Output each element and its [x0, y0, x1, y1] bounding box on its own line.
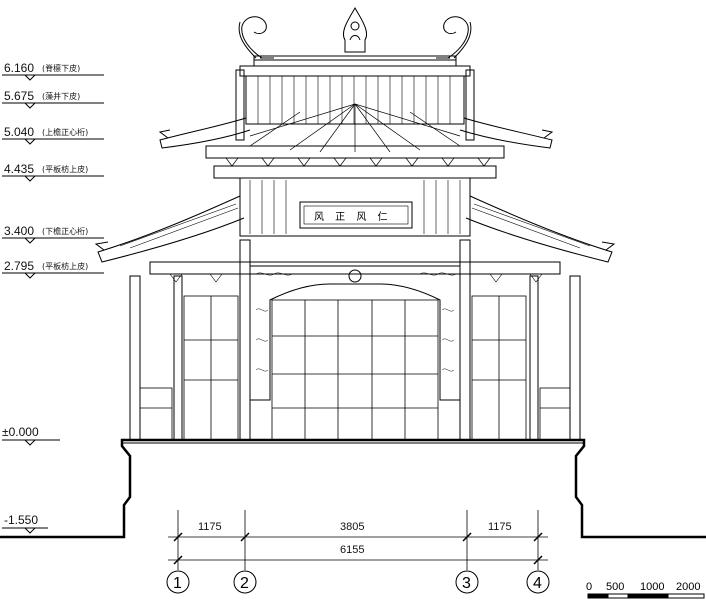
svg-text:4: 4	[533, 575, 542, 592]
level-note: (脊檩下皮)	[42, 63, 80, 73]
ridge-ornament-left	[238, 16, 274, 59]
plaque-text: 风 正 风 仁	[314, 211, 392, 223]
axis-bubble-3: 3	[455, 570, 479, 594]
upper-brackets	[225, 157, 491, 167]
level-value: -1.550	[4, 513, 38, 527]
dragon-arch	[249, 265, 461, 401]
dim-span-1: 1175	[198, 521, 222, 533]
level-marker-6160: 6.160 (脊檩下皮)	[2, 61, 104, 81]
axis-bubbles: 1 2 3 4	[166, 570, 550, 594]
ridge-finial	[342, 7, 368, 53]
dim-span-3: 1175	[488, 521, 512, 533]
svg-text:2: 2	[240, 575, 249, 592]
dim-total: 6155	[340, 544, 364, 556]
level-note: (平板枋上皮)	[42, 164, 88, 174]
level-value: 2.795	[4, 259, 34, 273]
lattice-doors	[183, 295, 527, 441]
upper-roof	[158, 7, 554, 179]
side-railings	[139, 387, 571, 441]
level-note: (上檐正心桁)	[42, 127, 88, 137]
level-value: 5.040	[4, 125, 34, 139]
scale-label-500: 500	[606, 581, 624, 593]
level-marker-4435: 4.435 (平板枋上皮)	[2, 162, 104, 182]
level-note: (藻井下皮)	[42, 91, 80, 101]
level-marker-3400: 3.400 (下檐正心桁)	[2, 224, 104, 244]
lower-roof	[94, 195, 616, 283]
dimension-lines: 1175 3805 1175 6155	[168, 510, 548, 570]
column-axis-4	[529, 275, 539, 441]
middle-band: 风 正 风 仁	[239, 177, 471, 237]
scale-label-2000: 2000	[676, 581, 700, 593]
axis-bubble-1: 1	[166, 570, 190, 594]
level-value: 6.160	[4, 61, 34, 75]
level-value: ±0.000	[2, 425, 39, 439]
svg-text:1: 1	[173, 575, 182, 592]
column-outer-left	[129, 275, 141, 441]
svg-text:3: 3	[462, 575, 471, 592]
ridge-ornament-right	[436, 16, 472, 59]
level-value: 3.400	[4, 224, 34, 238]
level-marker-0000: ±0.000	[2, 425, 60, 446]
drum-boards	[257, 76, 451, 124]
level-marker-minus1550: -1.550	[2, 513, 48, 534]
column-axis-3	[459, 239, 471, 441]
scale-label-0: 0	[586, 581, 592, 593]
axis-bubble-2: 2	[233, 570, 257, 594]
level-note: (平板枋上皮)	[42, 261, 88, 271]
level-marker-2795: 2.795 (平板枋上皮)	[2, 259, 104, 279]
level-value: 5.675	[4, 89, 34, 103]
level-value: 4.435	[4, 162, 34, 176]
dim-span-2: 3805	[340, 521, 364, 533]
scale-label-1000: 1000	[640, 581, 664, 593]
name-plaque	[299, 201, 413, 229]
level-marker-5040: 5.040 (上檐正心桁)	[2, 125, 104, 145]
column-outer-right	[569, 275, 581, 441]
level-markers: 6.160 (脊檩下皮) 5.675 (藻井下皮) 5.040 (上檐正心桁) …	[2, 61, 104, 534]
column-axis-1	[173, 275, 183, 441]
column-axis-2	[239, 239, 251, 441]
level-marker-5675: 5.675 (藻井下皮)	[2, 89, 104, 109]
ceiling-rafters	[249, 103, 461, 153]
scale-bar: 0 500 1000 2000	[586, 581, 705, 599]
level-note: (下檐正心桁)	[42, 226, 88, 236]
axis-bubble-4: 4	[526, 570, 550, 594]
